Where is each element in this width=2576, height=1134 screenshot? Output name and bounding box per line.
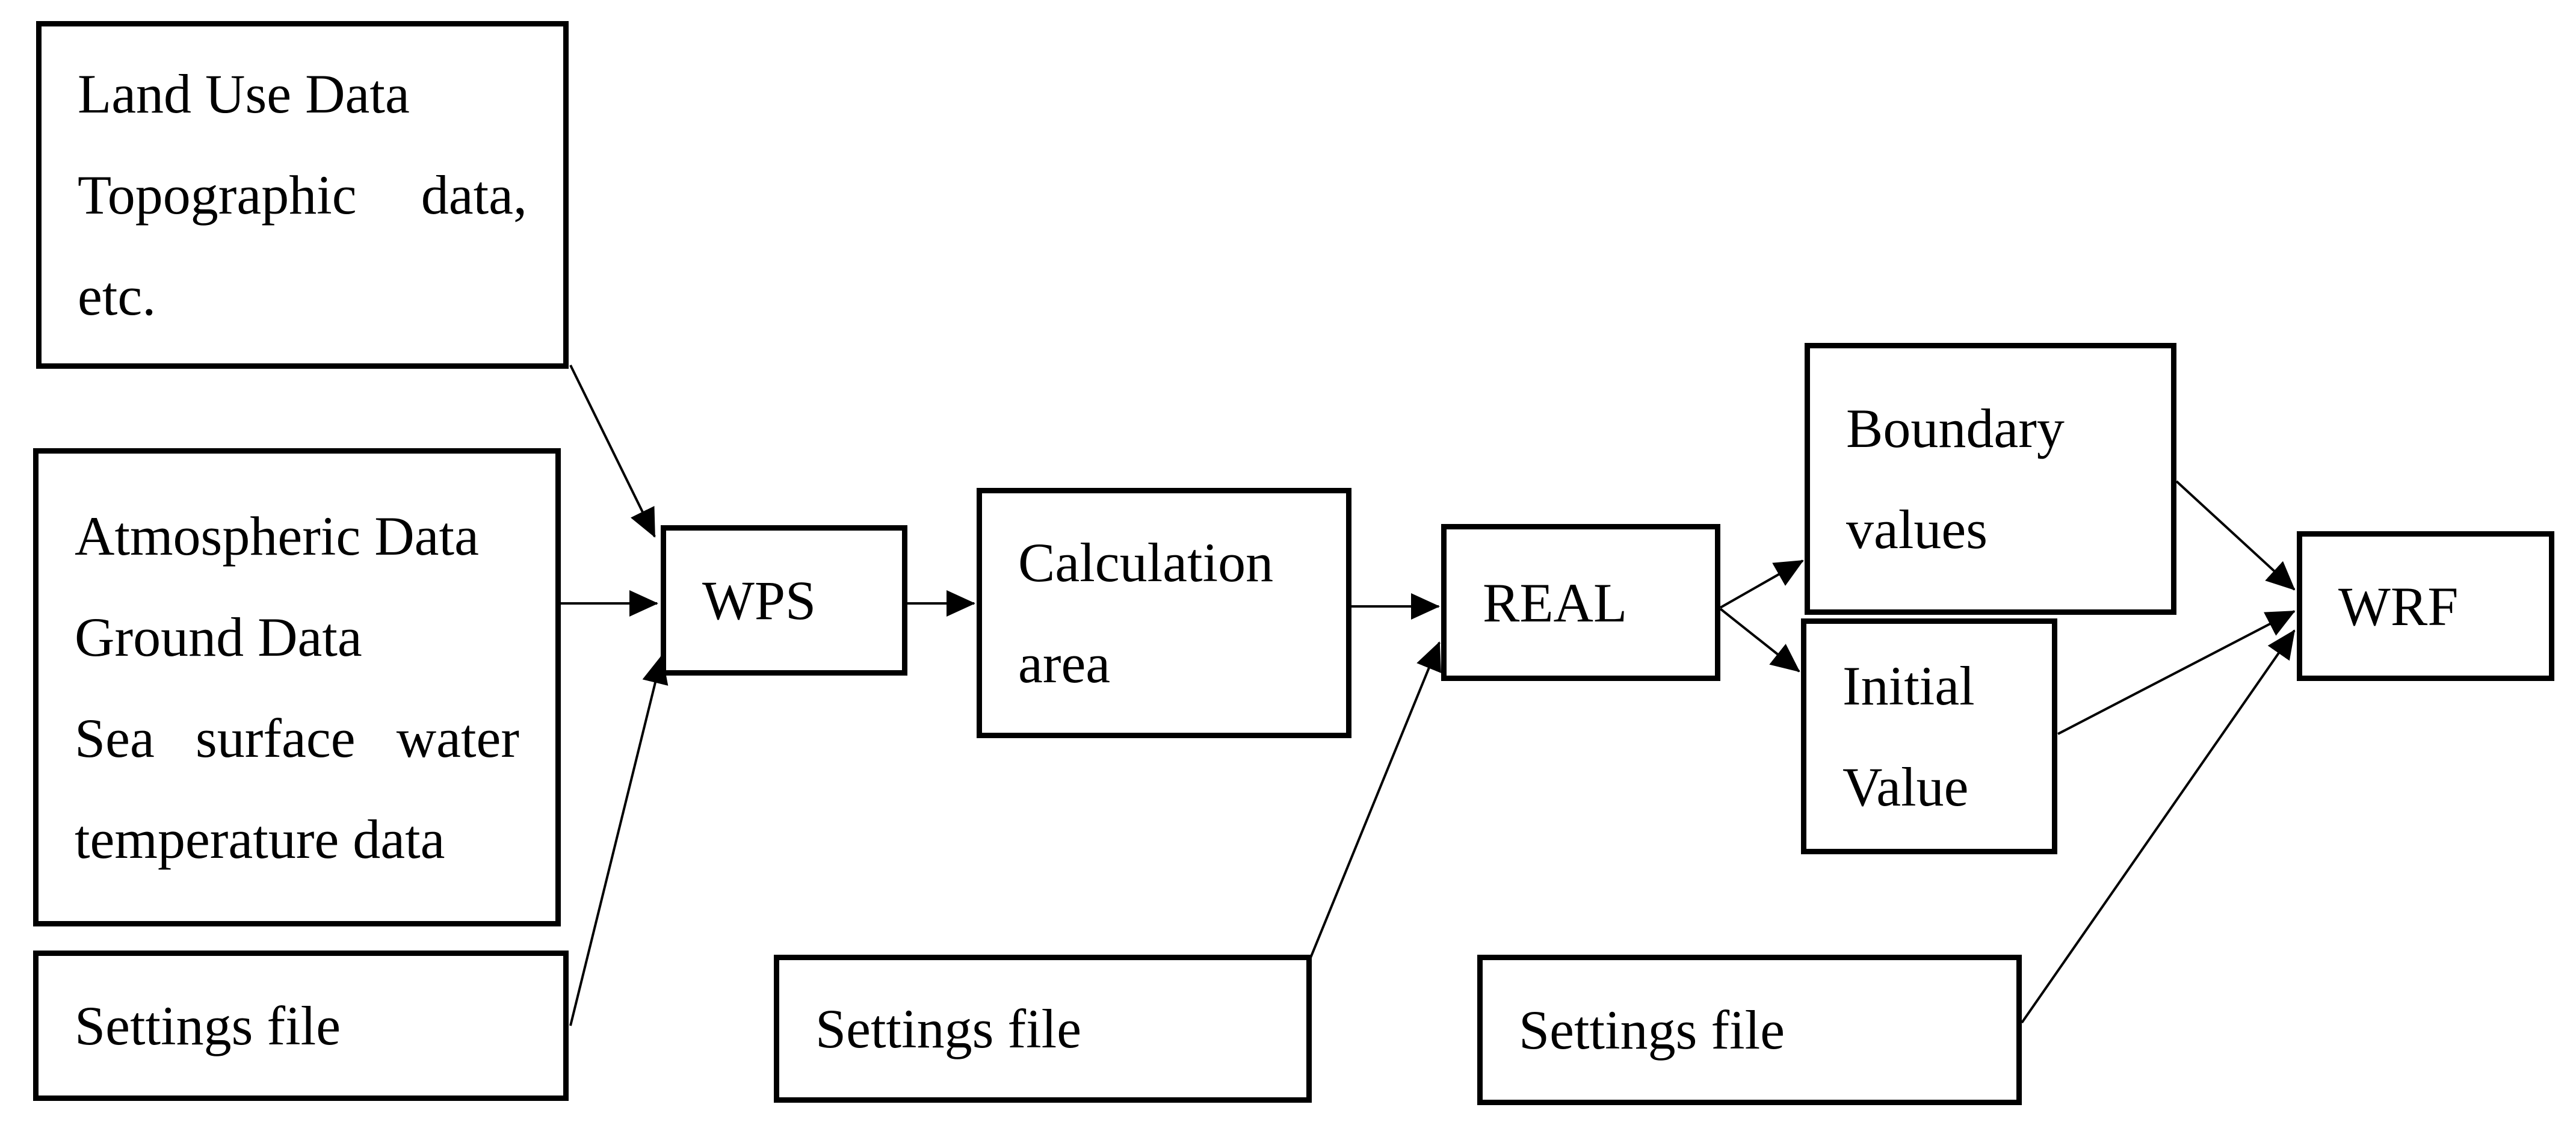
node-settings-file-middle-label: Settings file — [815, 998, 1082, 1059]
arrow-boundary-to-wrf — [2175, 480, 2296, 591]
node-calculation-area: Calculation area — [977, 488, 1351, 738]
arrow-real-to-boundary — [1720, 559, 1804, 609]
node-wps: WPS — [661, 525, 907, 676]
node-initial-value: Initial Value — [1801, 618, 2057, 854]
node-calculation-line-2: area — [1018, 633, 1111, 694]
arrow-settings-mid-to-real — [1309, 641, 1441, 958]
arrow-real-to-initial — [1719, 608, 1800, 673]
node-boundary-line-2: values — [1846, 499, 1988, 560]
node-wrf-label: WRF — [2338, 575, 2459, 637]
node-settings-file-right-label: Settings file — [1519, 999, 1785, 1061]
node-settings-file-right: Settings file — [1477, 955, 2022, 1105]
node-atmospheric-line-1: Atmospheric Data — [75, 505, 479, 567]
node-calculation-line-1: Calculation — [1018, 532, 1274, 593]
node-real: REAL — [1441, 524, 1720, 681]
node-atmospheric-data: Atmospheric Data Ground Data Sea surface… — [33, 448, 561, 926]
node-boundary-line-1: Boundary — [1846, 398, 2065, 459]
node-initial-line-1: Initial — [1842, 655, 1975, 716]
node-atmospheric-line-2: Ground Data — [75, 606, 362, 668]
node-boundary-values: Boundary values — [1805, 343, 2176, 615]
arrow-initial-to-wrf — [2057, 610, 2296, 735]
node-real-label: REAL — [1483, 572, 1628, 633]
node-settings-file-left-label: Settings file — [75, 995, 341, 1056]
node-wrf: WRF — [2297, 531, 2554, 681]
node-wps-label: WPS — [702, 570, 817, 631]
node-atmospheric-line-4: temperature data — [75, 808, 445, 870]
arrow-settings-right-to-wrf — [2021, 629, 2296, 1024]
arrow-settings-left-to-wps — [569, 655, 669, 1026]
node-land-use-data: Land Use Data Topographic data, etc. — [36, 21, 569, 369]
node-settings-file-left: Settings file — [33, 951, 569, 1101]
node-atmospheric-line-3: Sea surface water — [75, 707, 519, 769]
node-land-use-line-3: etc. — [78, 265, 156, 327]
node-land-use-line-2: Topographic data, — [78, 164, 527, 226]
arrow-land-use-to-wps — [569, 365, 656, 538]
node-initial-line-2: Value — [1842, 756, 1969, 818]
node-settings-file-middle: Settings file — [774, 955, 1312, 1103]
node-land-use-line-1: Land Use Data — [78, 63, 410, 125]
